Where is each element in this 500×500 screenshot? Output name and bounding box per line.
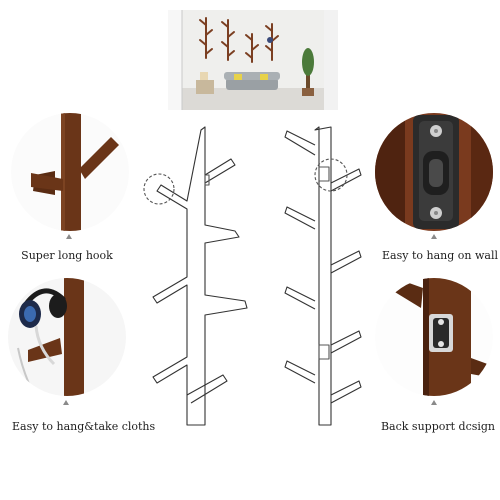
pointer-triangle: [431, 400, 437, 405]
long-hook-closeup-image: [11, 113, 129, 231]
pointer-triangle: [63, 400, 69, 405]
caption-back-support: Back support dcsign: [380, 420, 496, 433]
hang-and-take-closeup-image: [8, 278, 126, 396]
pointer-triangle: [431, 234, 437, 239]
caption-hang-take: Easy to hang&take cloths: [12, 420, 156, 433]
caption-long-hook: Super long hook: [21, 249, 113, 262]
room-preview-image: [168, 10, 338, 110]
coat-rack-line-drawing: [143, 126, 362, 426]
back-support-closeup-image: [375, 278, 493, 396]
wall-bracket-closeup-image: [375, 113, 493, 231]
caption-wall-mount: Easy to hang on wall: [382, 249, 498, 262]
pointer-triangle: [66, 234, 72, 239]
